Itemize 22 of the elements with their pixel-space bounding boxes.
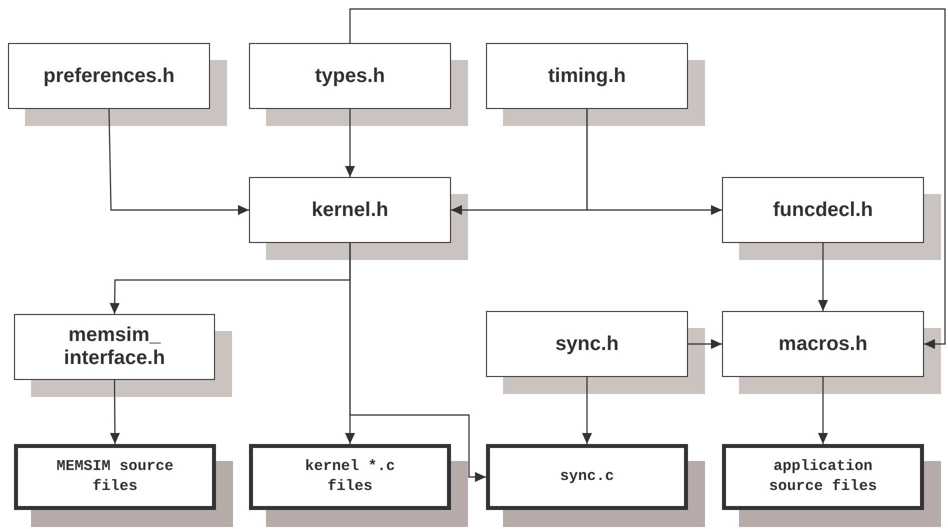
- node-label: kernel.h: [310, 198, 390, 222]
- node-label: application source files: [768, 456, 878, 497]
- node-label: sync.c: [558, 466, 615, 487]
- arrow: [586, 109, 722, 215]
- arrow: [110, 380, 120, 444]
- arrow: [582, 377, 592, 444]
- arrow: [818, 243, 828, 311]
- node-label: preferences.h: [42, 64, 176, 88]
- node-label: memsim_ interface.h: [62, 324, 166, 370]
- arrow: [818, 377, 828, 444]
- node-label: kernel *.c files: [304, 456, 396, 497]
- node-label: sync.h: [554, 332, 620, 356]
- node-label: macros.h: [778, 332, 868, 356]
- arrow: [688, 339, 722, 349]
- node-label: timing.h: [547, 64, 627, 88]
- node-label: MEMSIM source files: [55, 456, 175, 497]
- arrow: [349, 8, 946, 349]
- arrow: [345, 109, 355, 177]
- node-label: funcdecl.h: [772, 198, 874, 222]
- arrow: [108, 108, 249, 215]
- node-label: types.h: [314, 64, 386, 88]
- arrow: [349, 243, 486, 482]
